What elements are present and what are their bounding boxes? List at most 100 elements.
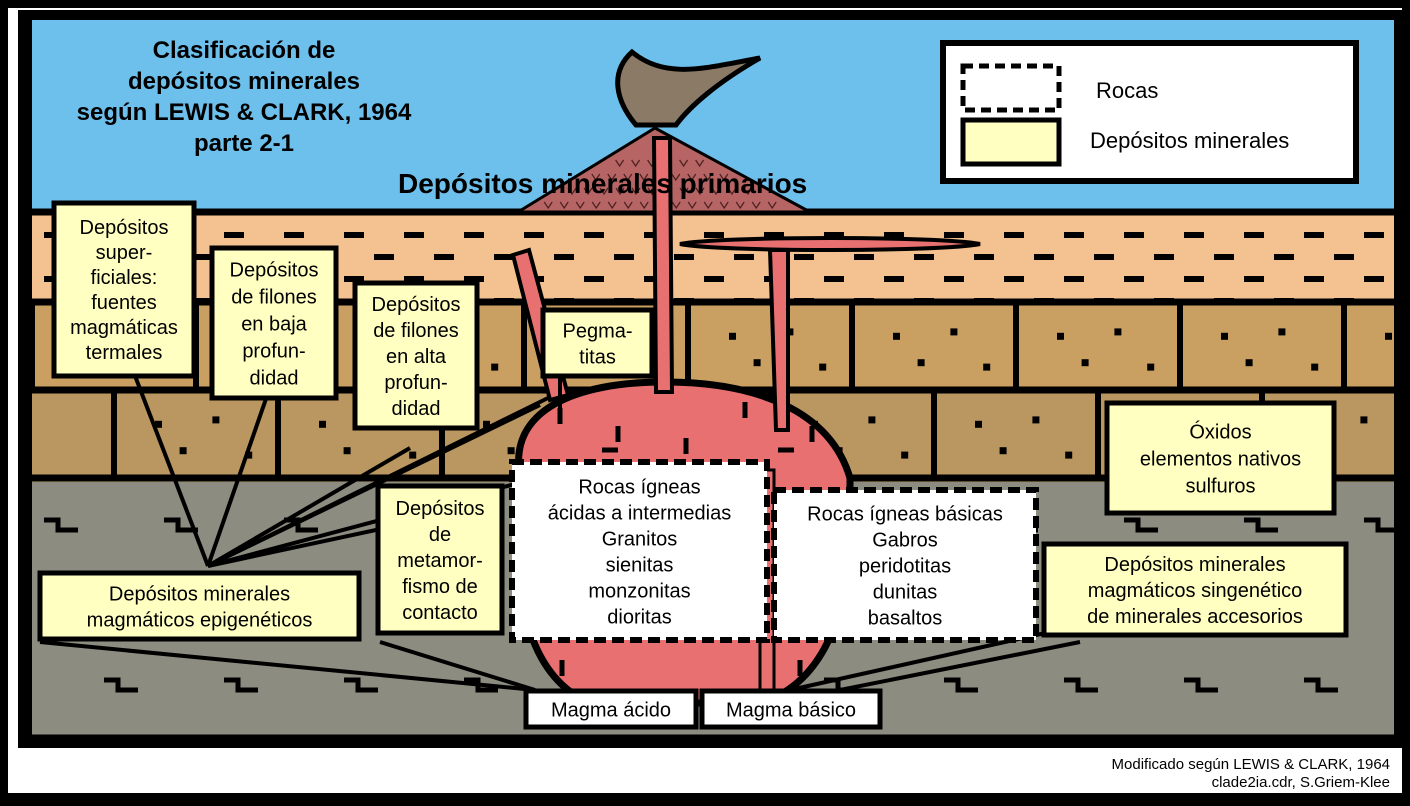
shale-dash bbox=[1304, 232, 1324, 238]
volcano-texture bbox=[599, 187, 609, 196]
shale-dash bbox=[1244, 276, 1264, 282]
volcano-texture bbox=[543, 201, 553, 210]
label-baja-line-4: profun- bbox=[242, 341, 305, 363]
volcano-texture bbox=[575, 201, 585, 210]
title-line-2: depósitos minerales bbox=[128, 68, 360, 95]
volcano-texture bbox=[671, 173, 681, 182]
sand-dot bbox=[1057, 332, 1064, 340]
shale-dash bbox=[824, 276, 844, 282]
box-epigeneticos bbox=[37, 570, 362, 642]
bedrock-mark bbox=[164, 517, 198, 533]
sill bbox=[679, 236, 981, 252]
label-magma-acido-line-1: Magma ácido bbox=[551, 699, 671, 721]
sand-dot bbox=[1245, 359, 1253, 367]
sand-dot bbox=[917, 359, 925, 367]
label-superficiales-line-3: ficiales: bbox=[91, 267, 158, 289]
volcano-texture bbox=[639, 201, 649, 210]
sand-dot bbox=[729, 332, 736, 340]
shale-dash bbox=[1304, 276, 1324, 282]
label-contacto-line-2: de bbox=[429, 524, 451, 546]
label-baja-line-1: Depósitos bbox=[230, 260, 319, 282]
shale-dash bbox=[284, 232, 304, 238]
sand-dot bbox=[155, 420, 162, 428]
label-oxidos-line-1: Óxidos bbox=[1189, 421, 1251, 444]
label-acidas-line-6: dioritas bbox=[607, 606, 671, 628]
central-feeder-dyke bbox=[651, 136, 675, 394]
sand-dot bbox=[868, 416, 876, 424]
volcano-texture bbox=[751, 201, 761, 210]
legend-rocks-label: Rocas bbox=[1096, 78, 1158, 103]
shale-dash bbox=[464, 276, 484, 282]
label-alta-line-4: profun- bbox=[384, 372, 447, 394]
bedrock-mark bbox=[224, 677, 258, 693]
bedrock-mark bbox=[944, 677, 978, 693]
sand-dot bbox=[507, 447, 515, 455]
shale-dash bbox=[1124, 276, 1144, 282]
shale-dash bbox=[704, 276, 724, 282]
legend-deposits-swatch bbox=[960, 117, 1062, 167]
volcano-texture bbox=[607, 173, 617, 182]
volcano-texture bbox=[631, 187, 641, 196]
shale-dash bbox=[224, 232, 244, 238]
label-alta-line-5: didad bbox=[392, 398, 441, 420]
volcano-texture bbox=[679, 159, 689, 168]
sand-dot bbox=[975, 420, 982, 428]
volcano-texture bbox=[583, 187, 593, 196]
sand-dot bbox=[1311, 363, 1319, 371]
box-oxidos bbox=[1104, 400, 1337, 516]
label-basicas-line-3: peridotitas bbox=[859, 555, 951, 577]
title-line-1: Clasificación de bbox=[153, 37, 336, 64]
volcano-texture bbox=[743, 187, 753, 196]
sand-dot bbox=[1114, 328, 1122, 336]
shale-dash bbox=[1034, 254, 1054, 260]
sand-dot bbox=[409, 451, 417, 459]
shale-dash bbox=[884, 232, 904, 238]
sand-dot bbox=[319, 420, 326, 428]
box-pegmatitas bbox=[540, 307, 655, 379]
shale-dash bbox=[524, 232, 544, 238]
sand-dot bbox=[245, 451, 253, 459]
shale-dash bbox=[944, 276, 964, 282]
shale-dash bbox=[1184, 276, 1204, 282]
shale-dash bbox=[764, 232, 784, 238]
shale-dash bbox=[944, 232, 964, 238]
volcano-texture bbox=[767, 201, 777, 210]
volcano-texture bbox=[735, 201, 745, 210]
volcano-texture bbox=[607, 201, 617, 210]
bedrock-mark bbox=[1364, 517, 1398, 533]
credit-line-1: Modificado según LEWIS & CLARK, 1964 bbox=[1112, 756, 1390, 773]
label-alta-line-3: en alta bbox=[386, 346, 447, 368]
label-contacto-line-1: Depósitos bbox=[396, 498, 485, 520]
volcano-texture bbox=[695, 159, 705, 168]
label-acidas-line-5: monzonitas bbox=[588, 580, 690, 602]
label-alta-line-1: Depósitos bbox=[372, 294, 461, 316]
label-acidas-line-2: ácidas a intermedias bbox=[548, 502, 731, 524]
sand-dot bbox=[212, 416, 220, 424]
shale-dash bbox=[1124, 232, 1144, 238]
label-singeneticos-line-2: magmáticos singenético bbox=[1088, 580, 1303, 602]
volcano-texture bbox=[679, 187, 689, 196]
title-line-4: parte 2-1 bbox=[194, 130, 294, 157]
shale-dash bbox=[344, 232, 364, 238]
bedrock-mark bbox=[104, 677, 138, 693]
volcano-texture bbox=[719, 201, 729, 210]
shale-dash bbox=[1064, 232, 1084, 238]
volcano-texture bbox=[711, 187, 721, 196]
sand-dot bbox=[491, 363, 499, 371]
volcano-texture bbox=[695, 187, 705, 196]
volcano-texture bbox=[615, 159, 625, 168]
shale-dash bbox=[1214, 254, 1234, 260]
label-baja-line-2: de filones bbox=[231, 287, 317, 309]
box-contacto bbox=[375, 483, 505, 636]
label-superficiales-line-6: termales bbox=[86, 342, 163, 364]
volcano-texture bbox=[623, 201, 633, 210]
label-superficiales-line-4: fuentes bbox=[91, 292, 157, 314]
shale-dash bbox=[554, 254, 574, 260]
credit-line-2: clade2ia.cdr, S.Griem-Klee bbox=[1212, 774, 1390, 791]
shale-dash bbox=[674, 254, 694, 260]
shale-dash bbox=[1274, 254, 1294, 260]
label-contacto-line-3: metamor- bbox=[397, 550, 483, 572]
legend-deposits-label: Depósitos minerales bbox=[1090, 128, 1289, 153]
